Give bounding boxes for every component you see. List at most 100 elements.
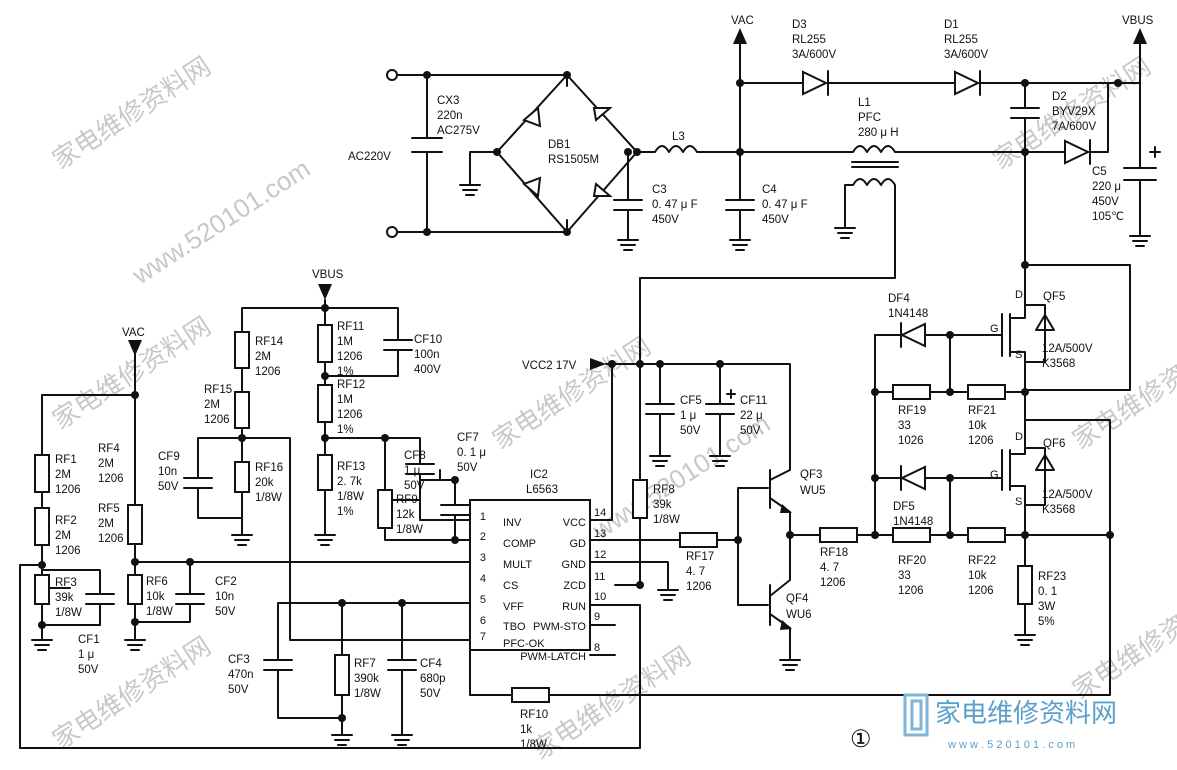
rf22-package: 1206 — [968, 585, 994, 597]
rf14-package: 1206 — [255, 366, 281, 378]
cf2-rating: 50V — [215, 606, 236, 618]
capacitor-c4 — [725, 151, 755, 241]
vac-rail-label: VAC — [731, 15, 754, 27]
diode-df4 — [899, 322, 926, 348]
diode-d1 — [954, 70, 981, 96]
resistor-rf16 — [234, 461, 250, 493]
resistor-rf22 — [967, 527, 1006, 543]
rf19-value: 33 — [898, 420, 911, 432]
cx3-name: CX3 — [437, 95, 459, 107]
cf10-value: 100n — [414, 349, 440, 361]
pin-number: 12 — [594, 549, 606, 561]
df5-part: 1N4148 — [893, 516, 933, 528]
c4-name: C4 — [762, 184, 777, 196]
rf13-name: RF13 — [337, 461, 365, 473]
ac-terminal-bottom — [386, 226, 398, 238]
l1-name: L1 — [858, 97, 871, 109]
qf5-pin-s: S — [1015, 349, 1022, 361]
pin-name: PFC-OK — [503, 638, 545, 650]
rf12-name: RF12 — [337, 379, 365, 391]
pin-number: 6 — [480, 615, 486, 627]
ac-input-section: AC220V CX3 220n AC275V DB1 RS1505M L3 C3 — [348, 69, 808, 251]
rf8-power: 1/8W — [653, 514, 680, 526]
rf7-value: 390k — [354, 673, 379, 685]
rf22-value: 10k — [968, 570, 987, 582]
pin-name: VCC — [563, 517, 586, 529]
cf10-rating: 400V — [414, 364, 441, 376]
cf9-rating: 50V — [158, 481, 179, 493]
logo-mark-icon — [903, 693, 929, 737]
qf6-name: QF6 — [1043, 438, 1065, 450]
pin-number: 4 — [480, 573, 486, 585]
rf13-value: 2. 7k — [337, 476, 362, 488]
rf18-value: 4. 7 — [820, 562, 839, 574]
cf2-name: CF2 — [215, 576, 237, 588]
cf4-value: 680p — [420, 673, 446, 685]
pin-name: RUN — [562, 601, 586, 613]
ac-terminal-top — [386, 69, 398, 81]
rf4-name: RF4 — [98, 443, 120, 455]
rf14-value: 2M — [255, 351, 271, 363]
cf11-name: CF11 — [740, 395, 767, 407]
cf8-name: CF8 — [404, 450, 426, 462]
d3-part: RL255 — [792, 34, 826, 46]
vbus-rail-label: VBUS — [1122, 15, 1154, 27]
rf20-value: 33 — [898, 570, 911, 582]
rf17-value: 4. 7 — [686, 566, 705, 578]
vac-arrow-icon — [733, 28, 747, 44]
pin-name: PWM-STO — [533, 621, 586, 633]
c5-temp: 105℃ — [1092, 211, 1124, 223]
qf6-pin-g: G — [990, 469, 999, 481]
inductor-l1 — [739, 145, 1026, 153]
rf21-name: RF21 — [968, 405, 996, 417]
pin-name: INV — [503, 517, 522, 529]
d1-rating: 3A/600V — [944, 49, 988, 61]
rf19-name: RF19 — [898, 405, 926, 417]
pin-number: 1 — [480, 511, 486, 523]
l3-name: L3 — [672, 131, 685, 143]
pin-name: GND — [562, 559, 587, 571]
rf2-value: 2M — [55, 530, 71, 542]
ground-icon — [31, 639, 53, 651]
resistor-rf1 — [34, 454, 50, 493]
resistor-rf15 — [234, 391, 250, 429]
resistor-rf8 — [632, 479, 648, 519]
qf4-name: QF4 — [786, 593, 809, 605]
pin-number: 13 — [594, 528, 606, 540]
pin-name: MULT — [503, 559, 532, 571]
rf17-name: RF17 — [686, 551, 714, 563]
qf5-name: QF5 — [1043, 291, 1065, 303]
rf20-package: 1206 — [898, 585, 924, 597]
c3-value: 0. 47 μ F — [652, 199, 698, 211]
resistor-rf18 — [819, 527, 858, 543]
resistor-rf21 — [967, 384, 1006, 400]
capacitor-c5 — [1123, 82, 1157, 237]
df4-part: 1N4148 — [888, 308, 928, 320]
resistor-rf11 — [317, 324, 333, 363]
rf21-package: 1206 — [968, 435, 994, 447]
rf19-package: 1026 — [898, 435, 924, 447]
ic-body — [469, 499, 591, 651]
rf7-power: 1/8W — [354, 688, 381, 700]
cf1-value: 1 μ — [78, 649, 94, 661]
ground-icon — [657, 589, 679, 601]
rf6-name: RF6 — [146, 576, 168, 588]
ground-icon — [834, 227, 856, 239]
ic-right-pins: 14 VCC 13 GD 12 GND 11 ZCD 10 RUN 9 PWM-… — [520, 507, 606, 663]
rf12-package: 1206 — [337, 409, 363, 421]
capacitor-cx3 — [411, 137, 443, 153]
ground-icon — [391, 734, 413, 746]
vac-arrow-icon — [128, 340, 142, 356]
cf11-rating: 50V — [740, 425, 761, 437]
rf15-package: 1206 — [204, 414, 230, 426]
watermark-site-url: www.520101.com — [126, 153, 315, 290]
cf2-value: 10n — [215, 591, 234, 603]
resistor-rf10 — [511, 687, 550, 703]
rf1-package: 1206 — [55, 484, 81, 496]
db1-part: RS1505M — [548, 154, 599, 166]
rf3-value: 39k — [55, 592, 74, 604]
qf5-pin-g: G — [990, 323, 999, 335]
rf10-power: 1/8W — [520, 739, 547, 751]
logo-text: 家电维修资料网 — [935, 698, 1117, 728]
